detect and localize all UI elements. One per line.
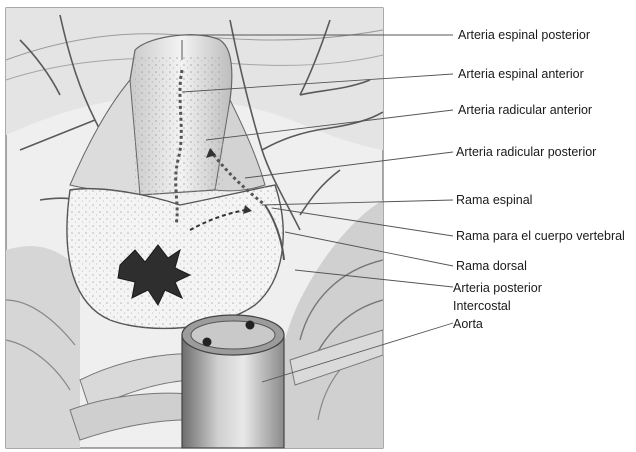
label-aorta: Aorta bbox=[453, 317, 483, 331]
label-arteria-radicular-anterior: Arteria radicular anterior bbox=[458, 103, 592, 117]
aorta-vessel bbox=[182, 315, 284, 448]
label-rama-espinal: Rama espinal bbox=[456, 193, 532, 207]
label-arteria-posterior: Arteria posterior bbox=[453, 281, 542, 295]
label-rama-dorsal: Rama dorsal bbox=[456, 259, 527, 273]
label-arteria-espinal-anterior: Arteria espinal anterior bbox=[458, 67, 584, 81]
label-arteria-radicular-posterior: Arteria radicular posterior bbox=[456, 145, 596, 159]
label-intercostal: Intercostal bbox=[453, 299, 511, 313]
vertebral-body bbox=[67, 185, 283, 328]
label-arteria-espinal-posterior: Arteria espinal posterior bbox=[458, 28, 590, 42]
label-rama-cuerpo-vertebral: Rama para el cuerpo vertebral bbox=[456, 229, 625, 243]
